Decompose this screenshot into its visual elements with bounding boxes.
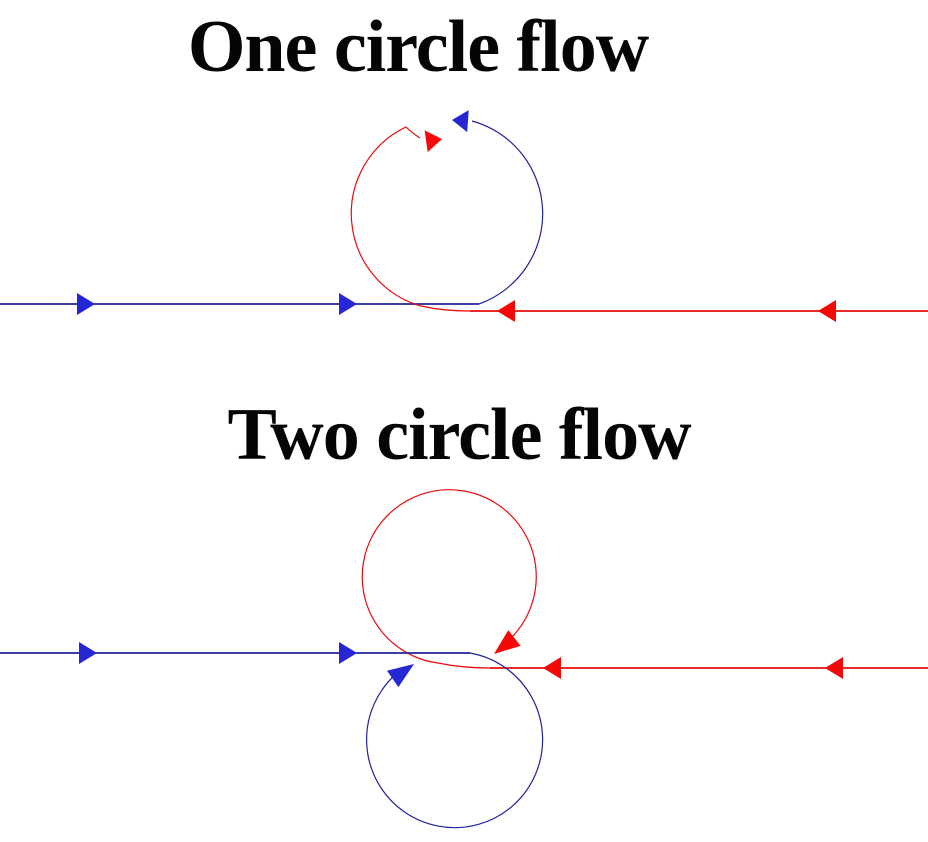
d2-blue-right-arrowhead-1 [79,642,97,664]
d2-red-left-arrowhead-2 [825,657,843,679]
diagram-one-group [0,110,928,322]
d1-blue-right-arrowhead-2 [339,293,357,315]
d1-blue-flow-arc [471,120,544,305]
d1-red-left-arrowhead-1 [497,300,515,322]
diagram-two-group [0,489,928,829]
d1-red-right-arrowhead-top [424,130,442,153]
d2-blue-flow-circle [366,652,544,829]
d1-red-flow-arc [350,126,471,312]
d2-red-downleft-arrowhead [494,630,521,654]
d2-blue-right-arrowhead-2 [339,642,357,664]
diagram-one-title: One circle flow [187,6,649,88]
d1-blue-right-arrowhead-1 [77,293,95,315]
d1-red-left-arrowhead-2 [818,300,836,322]
d1-blue-left-arrowhead-top [452,110,469,133]
diagram-two-title: Two circle flow [227,394,691,476]
d2-red-left-arrowhead-1 [543,657,561,679]
d2-red-flow-circle [361,489,537,669]
d2-blue-upright-arrowhead [386,664,414,688]
